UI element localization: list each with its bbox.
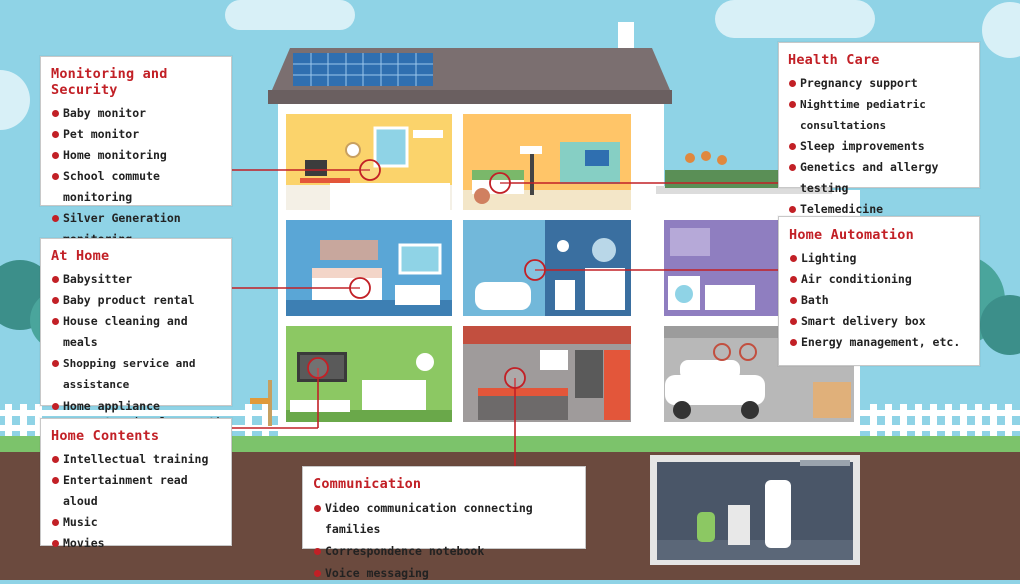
- list-item: Babysitter: [51, 269, 223, 290]
- list-item: Genetics and allergy testing: [788, 157, 971, 199]
- hotspot-circles: [307, 159, 546, 389]
- list-item: Music: [51, 512, 221, 533]
- list-item: Intellectual training: [51, 449, 221, 470]
- panel-home-contents: Home Contents Intellectual training Ente…: [40, 418, 232, 550]
- list-item: Energy management, etc.: [789, 332, 971, 353]
- connector-lines: [232, 169, 778, 466]
- list-item: Smart delivery box: [789, 311, 971, 332]
- panel-title: Monitoring and Security: [51, 66, 168, 98]
- panel-title: Health Care: [788, 52, 880, 68]
- list-item: Entertainment read aloud: [51, 470, 221, 512]
- list-item: Voice messaging: [313, 563, 429, 584]
- panel-title: Home Contents: [51, 428, 160, 444]
- list-item: Pet monitor: [51, 124, 221, 145]
- panel-communication: Communication Video communication connec…: [302, 466, 586, 580]
- list-item: Home monitoring: [51, 145, 221, 166]
- grass: [0, 436, 1020, 454]
- panel-monitoring-security: Monitoring and Security Baby monitor Pet…: [40, 56, 232, 246]
- panel-title: Communication: [313, 476, 422, 492]
- panel-title: At Home: [51, 248, 110, 264]
- list-item: Nighttime pediatric consultations: [788, 94, 971, 136]
- list-item: Telemedicine: [788, 199, 971, 220]
- clouds: [0, 0, 1020, 130]
- list-item: Movies: [51, 533, 221, 554]
- chimney: [618, 22, 634, 50]
- solar-panel-icon: [293, 53, 433, 86]
- list-item: Bath: [789, 290, 971, 311]
- list-item: House cleaning and meals: [51, 311, 223, 353]
- panel-at-home: At Home Babysitter Baby product rental H…: [40, 238, 232, 429]
- panel-health-care: Health Care Pregnancy support Nighttime …: [778, 42, 980, 216]
- list-item: Baby product rental: [51, 290, 223, 311]
- list-item: School commute monitoring: [51, 166, 221, 208]
- list-item: Shopping service and assistance: [51, 353, 223, 395]
- list-item: Lighting: [789, 248, 971, 269]
- list-item: Sleep improvements: [788, 136, 971, 157]
- list-item: Pregnancy support: [788, 73, 971, 94]
- list-item: Correspondence notebook: [313, 541, 484, 562]
- panel-home-automation: Home Automation Lighting Air conditionin…: [778, 216, 980, 366]
- panel-title: Home Automation: [789, 227, 914, 243]
- list-item: Baby monitor: [51, 103, 221, 124]
- list-item: Air conditioning: [789, 269, 971, 290]
- list-item: Video communication connecting families: [313, 498, 575, 540]
